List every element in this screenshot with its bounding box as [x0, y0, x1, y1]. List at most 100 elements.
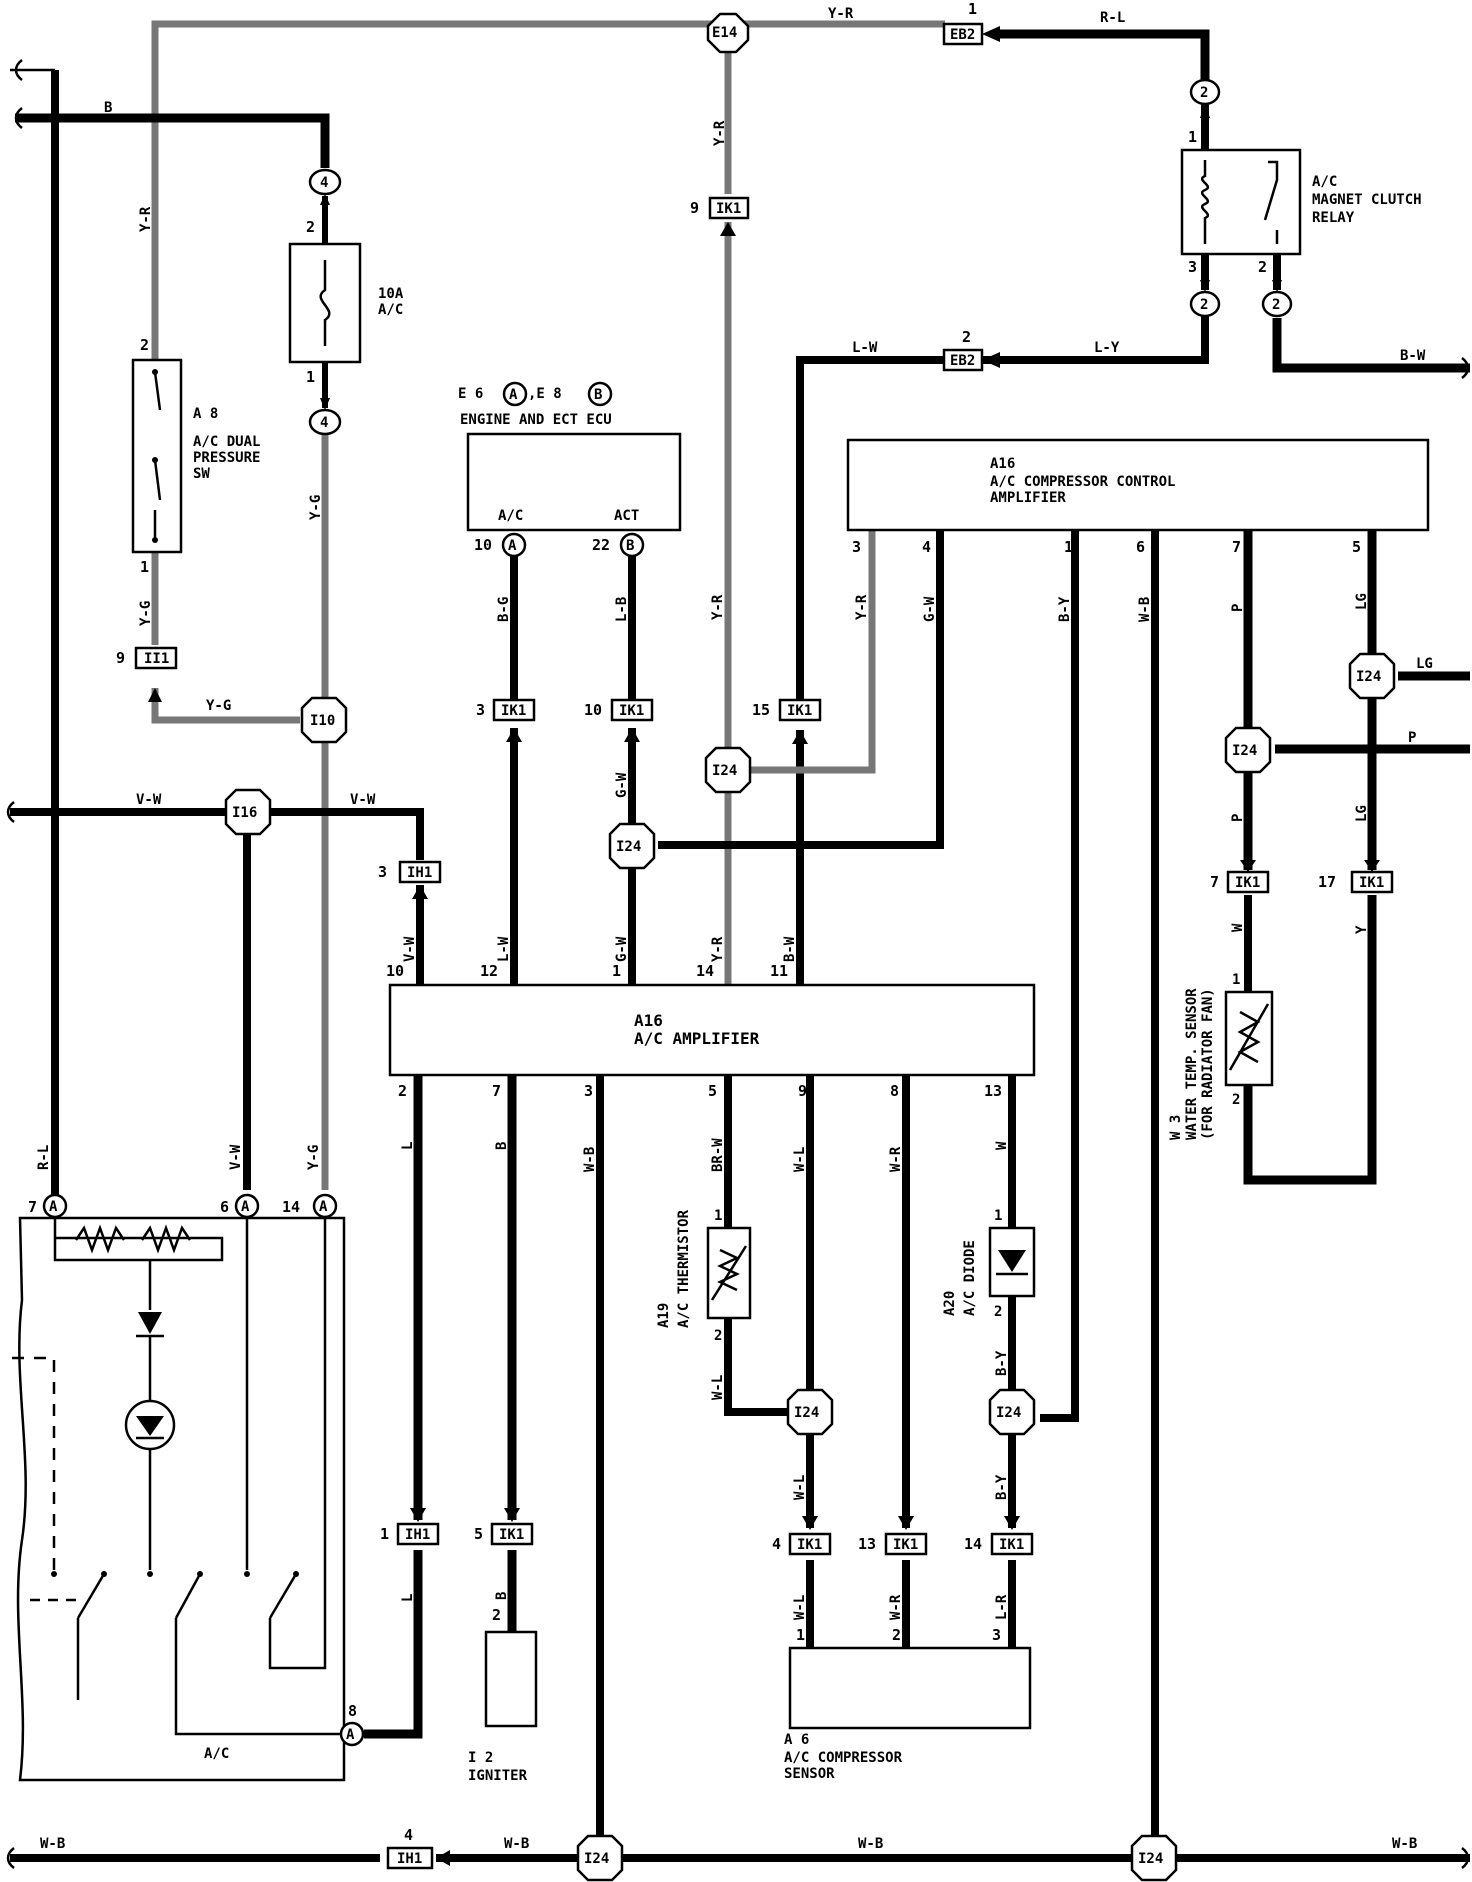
wire-v-w-right [270, 808, 424, 860]
relay-connector-2-right-label: 2 [1272, 297, 1280, 313]
ecu-pin-ac: A/C [498, 508, 523, 524]
arrows [148, 26, 1380, 1866]
arrow-ik1-17 [1364, 860, 1380, 872]
wire-w-l-thermistor [724, 1318, 796, 1416]
relay-connector-2-right [1261, 290, 1293, 318]
junction-i24-h [1130, 1834, 1178, 1882]
ik1-15-pin: 15 [752, 701, 770, 719]
fuse-rating: 10A [378, 286, 404, 302]
wire-label-b-igniter: B [494, 1592, 510, 1600]
wire-label-w-b-amp: W-B [582, 1147, 598, 1172]
arrow-ik1-10 [624, 728, 640, 742]
ih1-3-pin: 3 [378, 863, 387, 881]
panel-pin-a-14-letter: A [319, 1199, 328, 1215]
connector-ik1-7 [1226, 870, 1270, 894]
w3-pin-2: 2 [1232, 1092, 1240, 1108]
wire-label-lg-right: LG [1416, 656, 1433, 672]
ecu-ref-e6: E 6 [458, 386, 483, 402]
a16-ctl-name-2: AMPLIFIER [990, 490, 1066, 506]
wire-label-w-l-amp: W-L [792, 1147, 808, 1172]
junction-i24-b-label: I24 [616, 839, 641, 855]
switch-panel-outline [16, 1216, 346, 1782]
eb2-pin-1: 1 [968, 0, 977, 18]
amp-pin-3: 3 [584, 1082, 593, 1100]
wire-y-w3 [1243, 895, 1377, 1185]
junction-i24-f-label: I24 [996, 1405, 1021, 1421]
ik1-14-pin: 14 [964, 1535, 982, 1553]
ecu-pin-a-icon [501, 532, 527, 558]
connector-eb2-1 [942, 22, 984, 46]
ecu-pin-22: 22 [592, 536, 610, 554]
wire-l-switch [364, 1550, 423, 1739]
wire-label-w-l-sensor: W-L [792, 1595, 808, 1620]
wire-label-b-g: B-G [496, 597, 512, 622]
a20-pin-1: 1 [994, 1208, 1002, 1224]
wire-label-l-switch: L [400, 1594, 416, 1602]
connector-ih1-3 [398, 860, 442, 884]
wire-label-y-g-vertical: Y-G [308, 495, 324, 520]
wire-label-l-w-amp: L-W [496, 936, 512, 962]
fuse-connector-4-bottom [308, 408, 342, 436]
junction-i16-label: I16 [232, 805, 257, 821]
amp-pin-10: 10 [386, 962, 404, 980]
relay-switch-icon [1263, 160, 1279, 244]
arrow-ih1-3 [412, 885, 428, 899]
thermistor-slash-icon [710, 1245, 748, 1301]
arrow-ik1-9 [720, 222, 736, 236]
connector-ik1-14 [990, 1532, 1034, 1556]
w3-pin-1: 1 [1232, 972, 1240, 988]
ik1-7-pin: 7 [1210, 873, 1219, 891]
arrow-relay-1 [1200, 104, 1210, 118]
wire-break-v-w-icon [6, 801, 15, 823]
wire-y-r-top-left [151, 20, 720, 390]
junction-i24-a [704, 746, 752, 794]
panel-led-icon [136, 1416, 164, 1436]
arrow-fuse-down [320, 398, 330, 410]
contact-dot-icon [101, 1571, 107, 1577]
wire-l-y [948, 314, 1209, 364]
a16-ctl-pin-5: 5 [1352, 538, 1361, 556]
a20-pin-2: 2 [994, 1304, 1002, 1320]
a-c-magnet-clutch-relay [1180, 148, 1302, 256]
connector-ik1-9-label: IK1 [716, 201, 741, 217]
a16-ctl-pin-7: 7 [1232, 538, 1241, 556]
arrow-ih1-1 [410, 1508, 426, 1522]
i2-ref: I 2 [468, 1750, 493, 1766]
switch-label: A/C [204, 1746, 229, 1762]
a6-compressor-sensor [788, 1646, 1032, 1730]
panel-pin-7: 7 [28, 1198, 37, 1216]
connector-eb2-2-label: EB2 [950, 353, 975, 369]
arrow-relay-3 [1200, 280, 1210, 292]
junction-i24-f [988, 1388, 1036, 1436]
connector-ik1-15-label: IK1 [787, 703, 812, 719]
ecu-connector-b-icon [587, 381, 613, 407]
wire-label-w-l-thermistor: W-L [710, 1375, 726, 1400]
w3-ref: W 3 [1168, 1115, 1184, 1140]
wire-label-w-w3: W [1230, 923, 1246, 932]
arrow-ik1-5 [504, 1508, 520, 1522]
ecu-ref-a: A [509, 387, 518, 403]
wire-label-w-diode: W [994, 1141, 1010, 1150]
junction-i24-b [608, 822, 656, 870]
wire-break-w-b-icon [6, 1847, 1470, 1869]
panel-pin-a-8-letter: A [346, 1727, 355, 1743]
panel-pin-a-6-letter: A [241, 1199, 250, 1215]
ik1-4-pin: 4 [772, 1535, 781, 1553]
wire-label-y-r-center: Y-R [712, 120, 728, 146]
fuse-connector-4-top [308, 168, 342, 196]
connector-ik1-17 [1350, 870, 1394, 894]
junction-i24-a-label: I24 [712, 763, 737, 779]
a19-ref: A19 [656, 1303, 672, 1328]
wire-label-b-top: B [104, 100, 112, 116]
relay-connector-2-top-label: 2 [1200, 85, 1208, 101]
arrow-eb2-2 [982, 352, 1000, 368]
amp-pin-13: 13 [984, 1082, 1002, 1100]
wire-label-g-w-amp: G-W [614, 936, 630, 962]
connector-ik1-3 [492, 698, 536, 722]
connector-ik1-15 [778, 698, 822, 722]
wire-label-g-w-i24: G-W [614, 772, 630, 798]
relay-name-3: RELAY [1312, 210, 1355, 226]
a20-name: A/C DIODE [962, 1240, 978, 1316]
i2-igniter [484, 1630, 538, 1728]
w3-name-2: (FOR RADIATOR FAN) [1200, 988, 1216, 1140]
